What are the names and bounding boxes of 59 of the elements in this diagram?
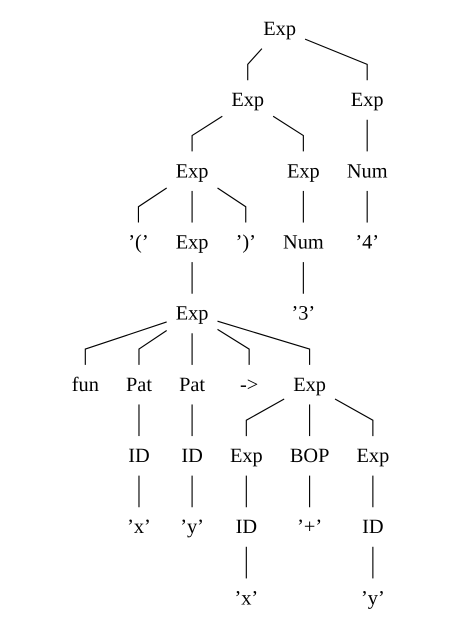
node-text: ’y’ xyxy=(361,586,385,609)
connector xyxy=(138,188,167,223)
node-text: BOP xyxy=(290,444,330,467)
connector xyxy=(138,476,140,508)
connector xyxy=(272,116,304,152)
connector xyxy=(372,476,374,508)
node-text: Exp xyxy=(230,444,263,467)
connector xyxy=(138,330,167,365)
connector xyxy=(309,476,310,508)
connector xyxy=(372,546,374,578)
node-text: Exp xyxy=(231,88,264,111)
node-text: ’3’ xyxy=(291,302,316,324)
node-text: Exp xyxy=(286,159,320,182)
connector xyxy=(192,476,193,508)
connector xyxy=(309,404,310,436)
connector xyxy=(366,190,368,223)
connector xyxy=(304,38,368,80)
connector xyxy=(192,116,223,152)
node-text: ’x’ xyxy=(234,586,258,609)
node-text: Exp xyxy=(263,16,296,40)
connector xyxy=(246,546,247,578)
connector xyxy=(192,404,193,436)
connector xyxy=(192,333,193,365)
node-text: Exp xyxy=(293,372,326,396)
node-text: ID xyxy=(128,444,150,467)
node-text: Pat xyxy=(126,372,152,396)
connector xyxy=(366,120,368,152)
connector xyxy=(217,320,310,365)
connector xyxy=(247,48,262,80)
connector xyxy=(217,188,246,223)
node-text: ’(’ xyxy=(128,230,149,254)
node-text: ID xyxy=(181,444,203,467)
node-text: ’y’ xyxy=(180,515,204,538)
connector xyxy=(246,476,247,508)
node-text: ’)’ xyxy=(236,230,256,254)
node-text: ’4’ xyxy=(355,230,380,254)
node-text: ’+’ xyxy=(297,515,322,538)
connector xyxy=(334,398,374,436)
node-text: Exp xyxy=(176,159,208,182)
node-text: Exp xyxy=(350,88,384,111)
node-text: ID xyxy=(362,515,384,538)
connector xyxy=(192,262,193,294)
node-text: Num xyxy=(283,230,324,254)
connector xyxy=(138,404,140,436)
node-text: -> xyxy=(240,372,258,396)
node-text: Exp xyxy=(176,302,208,324)
node-text: fun xyxy=(72,372,99,396)
node-text: Exp xyxy=(356,444,390,467)
node-text: ID xyxy=(236,515,258,538)
connector xyxy=(246,398,284,436)
node-text: Exp xyxy=(176,230,208,254)
connector xyxy=(84,321,167,365)
connector xyxy=(192,190,193,223)
connector xyxy=(217,328,250,365)
node-text: Pat xyxy=(179,372,206,396)
node-text: ’x’ xyxy=(127,515,151,538)
node-text: Num xyxy=(346,159,388,182)
connector xyxy=(302,262,304,294)
connector xyxy=(302,190,304,223)
